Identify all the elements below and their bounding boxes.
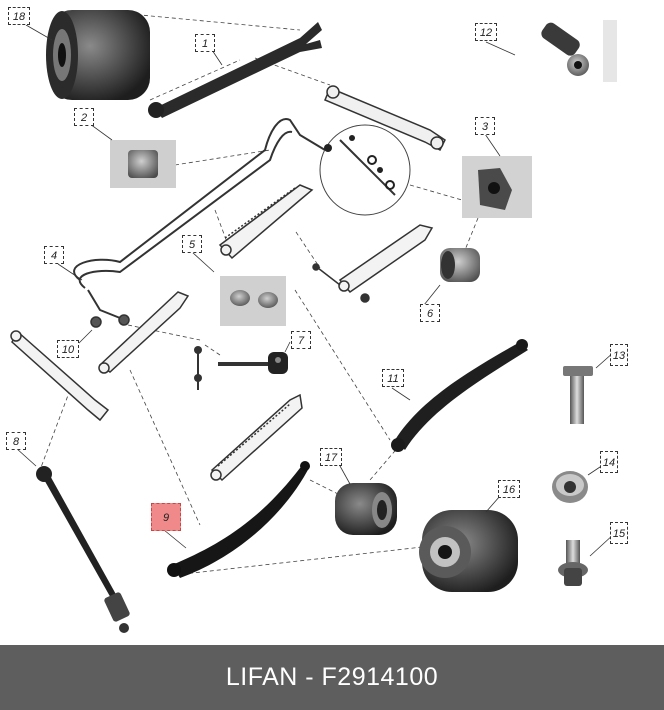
callout-3: 3 (475, 117, 495, 135)
left-trailing-arm (10, 330, 110, 422)
callout-12: 12 (475, 23, 497, 41)
callout-13: 13 (610, 344, 628, 366)
callout-4: 4 (44, 246, 64, 264)
part-11-arm (391, 339, 528, 452)
callout-14: 14 (600, 451, 618, 473)
part-17-bushing (335, 483, 397, 535)
part-18-bushing (46, 10, 150, 100)
callout-6: 6 (420, 304, 440, 322)
upper-right-arm (324, 85, 446, 152)
callout-1: 1 (195, 34, 215, 52)
part-6-bushing (440, 248, 480, 282)
callout-2: 2 (74, 108, 94, 126)
callout-11: 11 (382, 369, 404, 387)
callout-9-highlighted: 9 (151, 503, 181, 531)
lower-control-arm (210, 393, 303, 482)
part-5-bushings-photo (220, 276, 286, 326)
part-15-bolt (558, 540, 588, 586)
callout-8: 8 (6, 432, 26, 450)
part-12-ball-joint (541, 20, 617, 82)
stabilizer-bar (73, 118, 326, 321)
detail-circle (319, 124, 411, 216)
callout-pointers (15, 24, 615, 557)
part-13-bolt (563, 366, 593, 424)
leader-lines (39, 13, 479, 576)
part-10-link (90, 291, 190, 374)
footer-caption: LIFAN - F2914100 (0, 645, 664, 710)
part-7-end-link (194, 346, 288, 390)
part-1-link-arm (148, 22, 322, 118)
part-8-rod (36, 466, 130, 633)
callout-7: 7 (291, 331, 311, 349)
callout-15: 15 (610, 522, 628, 544)
control-arm-upper-left (218, 184, 314, 260)
callout-16: 16 (498, 480, 520, 498)
parts-diagram (10, 10, 617, 633)
part-2-bushing-photo (110, 140, 176, 188)
callout-5: 5 (182, 235, 202, 253)
callout-17: 17 (320, 448, 342, 466)
part-16-bushing (419, 510, 518, 592)
callout-18: 18 (8, 7, 30, 25)
control-arm-upper-right (312, 224, 434, 303)
part-9-arm (167, 461, 310, 578)
part-3-clamp-photo (462, 156, 532, 218)
callout-10: 10 (57, 340, 79, 358)
part-14-nut (552, 471, 588, 503)
